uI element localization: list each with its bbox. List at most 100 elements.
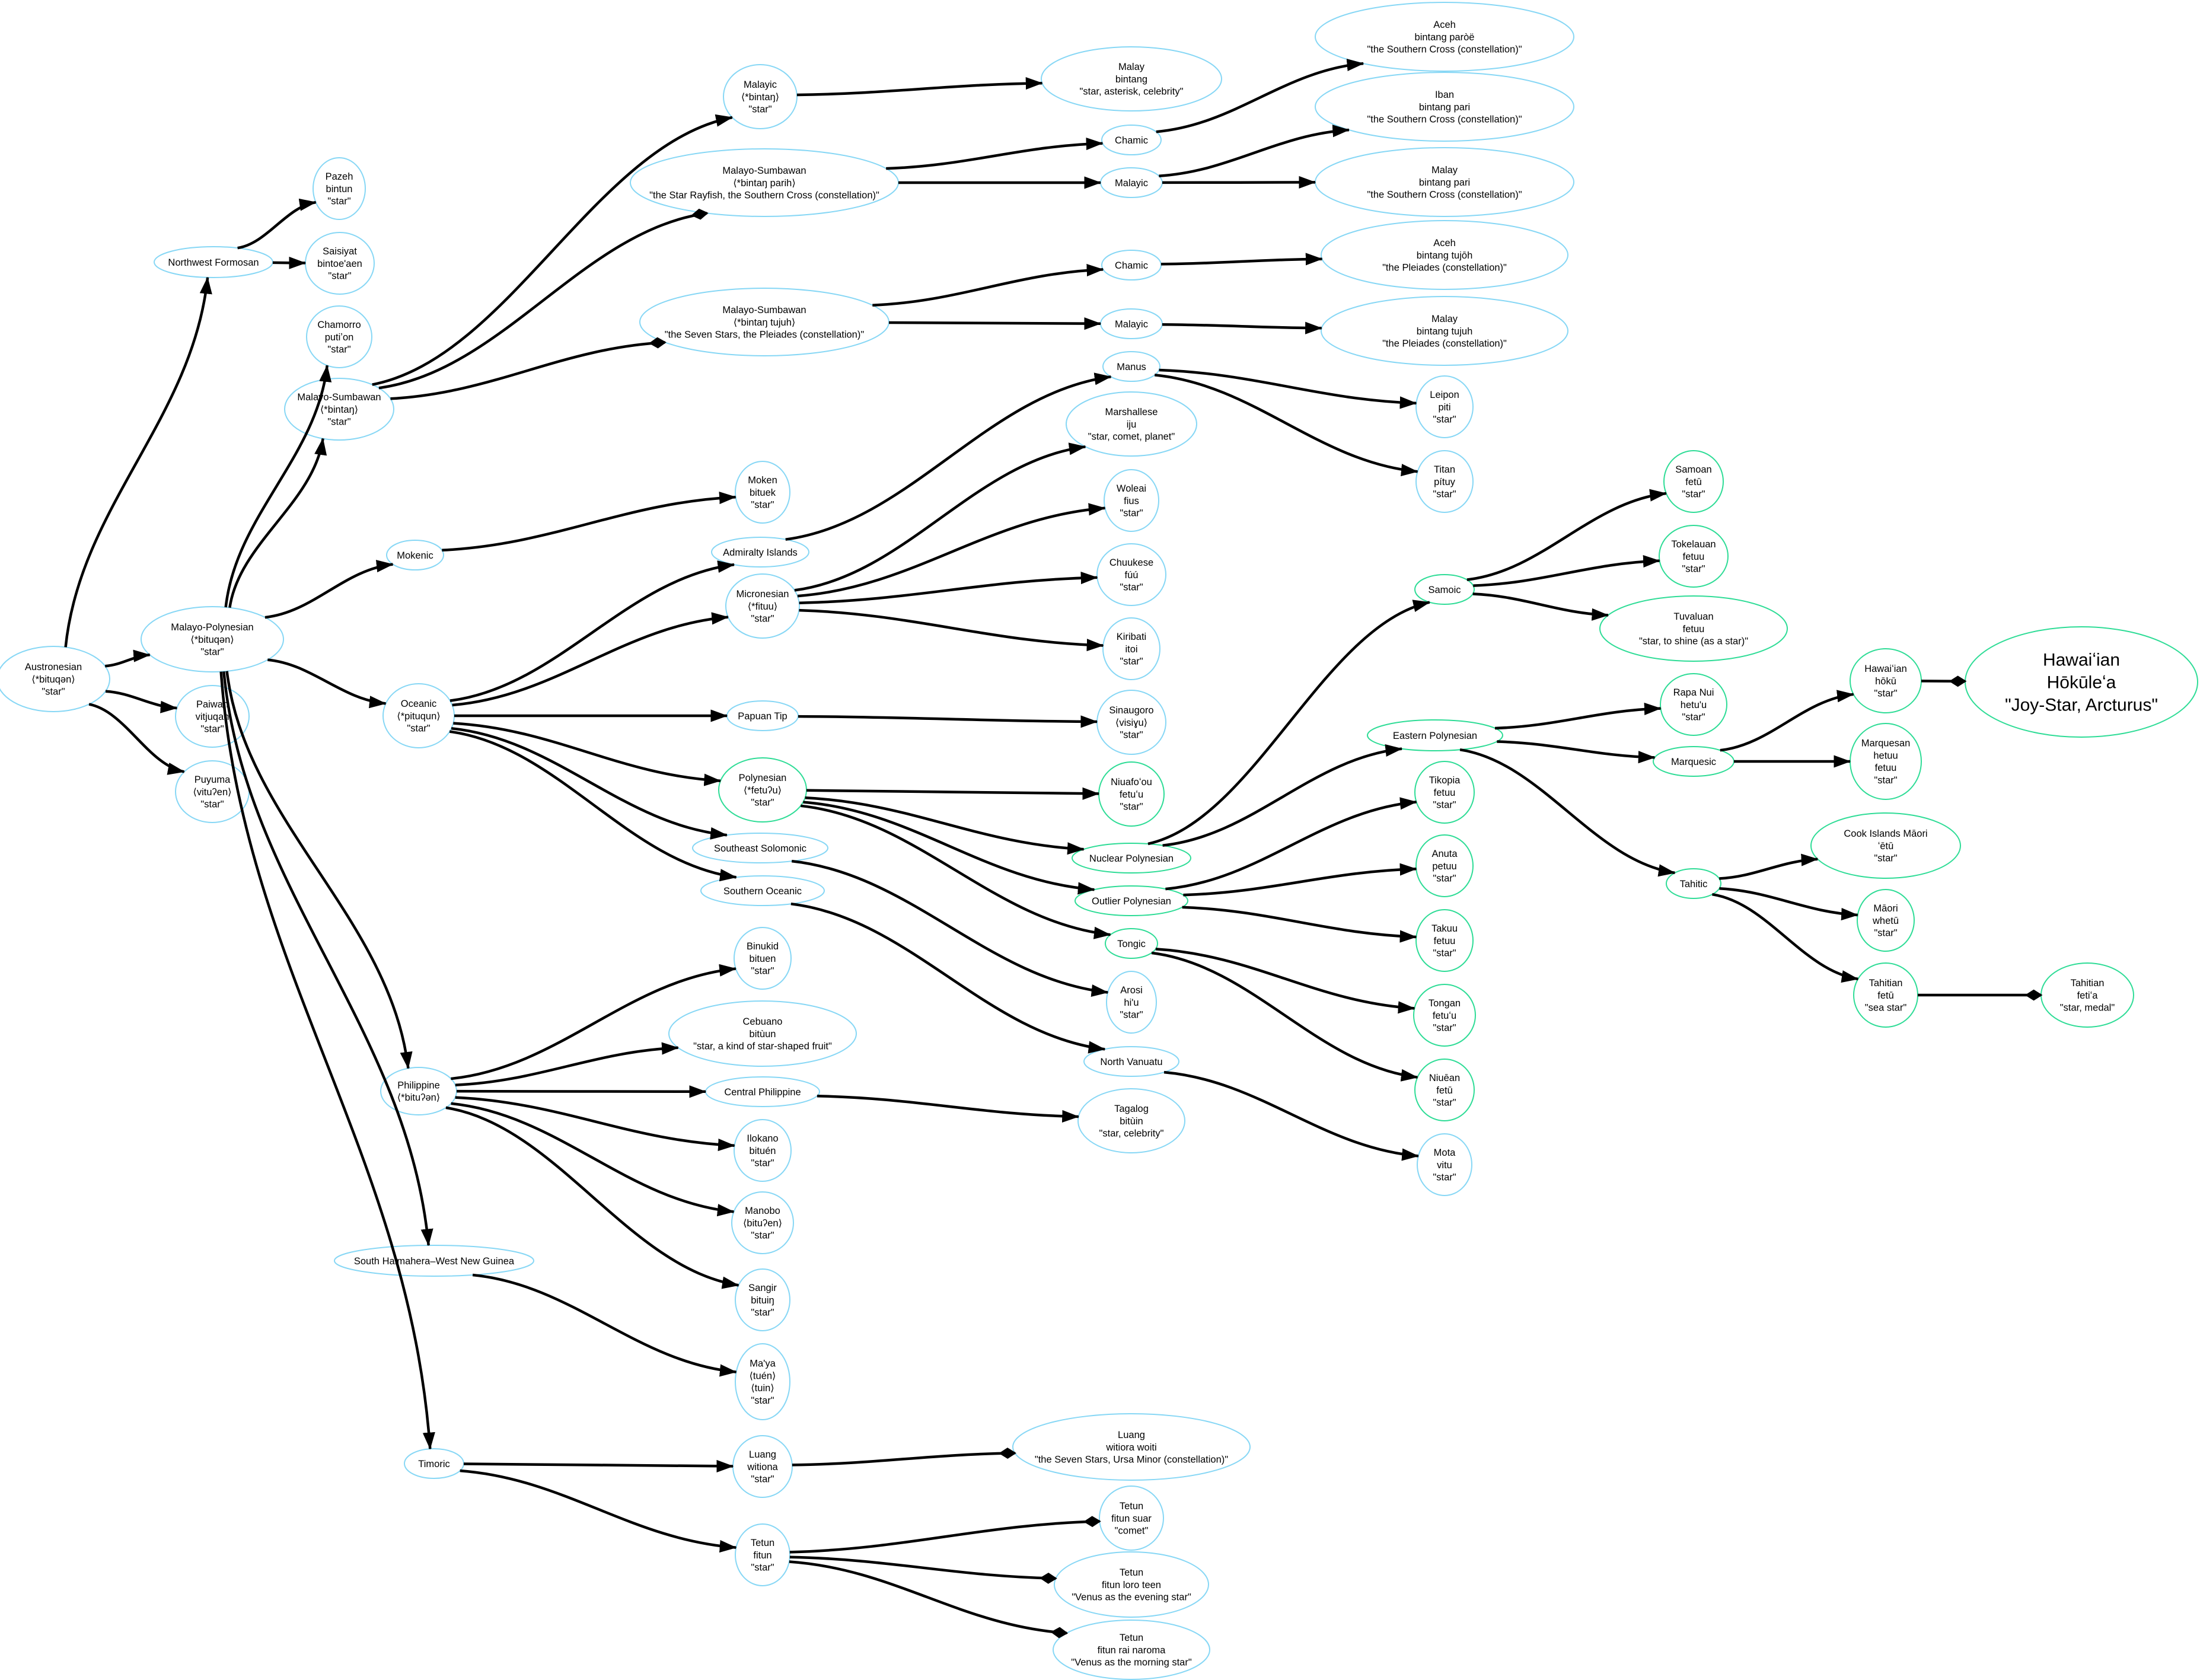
node-tongic: Tongic — [1105, 928, 1158, 959]
descent-edge-malayo_polynesian--timoric — [219, 671, 435, 1450]
descent-edge-nw_formosan--pazeh — [237, 198, 317, 250]
edge-north_vanuatu--mota — [1163, 1070, 1419, 1161]
descent-edge-malayo_polynesian--ms_star — [228, 438, 327, 608]
node-ellipse-ms_tujuh — [639, 288, 889, 356]
node-ellipse-woleai — [1104, 469, 1159, 532]
edge-eastern_poly--marquesic — [1497, 740, 1656, 764]
descent-edge-polynesian--tongic — [801, 804, 1111, 939]
node-ellipse-manobo — [731, 1191, 794, 1254]
node-label-sinaugoro: Sinaugoro⟨visiɣu⟩"star" — [1109, 705, 1153, 741]
node-ellipse-binukid — [734, 927, 792, 990]
node-marquesic: Marquesic — [1653, 746, 1735, 777]
node-label-manobo: Manobo⟨bituʔen⟩"star" — [743, 1206, 782, 1241]
node-label-southern_oceanic: Southern Oceanic — [723, 886, 802, 897]
descent-edge-central_philippine--tagalog — [817, 1094, 1079, 1123]
edge-micronesian--chuukese — [799, 571, 1098, 604]
edge-eastern_poly--rapa_nui — [1494, 702, 1662, 730]
node-label-maya: Ma'ya⟨tuén⟩⟨tuin⟩"star" — [750, 1359, 776, 1406]
descent-edge-admiralty--manus — [785, 372, 1112, 541]
edge-polynesian--outlier_poly — [803, 801, 1095, 895]
edge-mokenic--moken — [442, 491, 736, 552]
edge-timoric--tetun — [460, 1469, 737, 1553]
node-label-malayic1: Malayic — [1115, 178, 1148, 189]
edge-ms_tujuh--chamic2 — [872, 263, 1104, 307]
node-nw_formosan: Northwest Formosan — [154, 246, 273, 278]
edge-chamic2--aceh_tujoh — [1160, 253, 1323, 266]
node-ellipse-samoan — [1663, 450, 1724, 513]
edge-austronesian--nw_formosan — [64, 276, 212, 648]
node-label-ms_star: Malayo-Sumbawan⟨*bintaŋ⟩"star" — [297, 392, 381, 428]
descent-edge-malayic1--malay_pari — [1162, 176, 1316, 189]
edge-micronesian--marshallese — [794, 442, 1086, 592]
descent-edge-austronesian--nw_formosan — [64, 276, 212, 648]
descent-edge-malayic2--malay_tujuh — [1162, 321, 1322, 334]
node-micronesian: Micronesian⟨*fituu⟩"star" — [725, 573, 800, 639]
edge-malayic1--malay_pari — [1162, 176, 1316, 189]
descent-edge-malayo_polynesian--mokenic — [264, 560, 394, 619]
descent-edge-se_solomonic--arosi — [791, 859, 1109, 997]
edge-samoic--samoan — [1466, 489, 1667, 581]
node-southern_oceanic: Southern Oceanic — [700, 875, 825, 906]
derivation-edge-ms_star--ms_parih — [378, 208, 709, 390]
node-ellipse-arosi — [1106, 971, 1157, 1034]
edge-philippine--cebuano — [455, 1042, 679, 1086]
node-label-outlier_poly: Outlier Polynesian — [1092, 896, 1171, 907]
node-ellipse-iban — [1315, 72, 1574, 142]
descent-edge-polynesian--outlier_poly — [803, 801, 1095, 895]
edge-manus--leipon — [1159, 368, 1417, 409]
node-label-polynesian: Polynesian⟨*fetuʔu⟩"star" — [739, 773, 787, 808]
node-ellipse-tahitic — [1666, 868, 1721, 899]
descent-edge-nuclear_poly--eastern_poly — [1162, 744, 1403, 847]
node-label-austronesian: Austronesian⟨*bituqən⟩"star" — [25, 662, 82, 697]
descent-edge-samoic--tokelauan — [1473, 555, 1660, 587]
derivation-edge-tetun--tetun_rai — [789, 1560, 1069, 1638]
node-label-south_halmahera: South Halmahera–West New Guinea — [354, 1256, 515, 1267]
descent-edge-austronesian--puyuma — [88, 703, 185, 775]
node-ellipse-micronesian — [725, 573, 800, 639]
node-ellipse-tetun_rai — [1053, 1620, 1210, 1680]
descent-edge-polynesian--niuafoou — [806, 787, 1100, 800]
node-label-manus: Manus — [1117, 362, 1146, 372]
node-ellipse-chamorro — [306, 305, 372, 368]
edge-south_halmahera--maya — [472, 1273, 737, 1377]
descent-edge-micronesian--marshallese — [794, 442, 1086, 592]
node-ellipse-tongic — [1105, 928, 1158, 959]
descent-edge-outlier_poly--takuu — [1182, 906, 1417, 943]
node-central_philippine: Central Philippine — [705, 1076, 820, 1107]
descent-edge-malayo_polynesian--chamorro — [224, 365, 332, 608]
edge-timoric--luang — [463, 1459, 734, 1472]
descent-edge-tahitic--tahitian_fetu — [1712, 892, 1859, 983]
node-ellipse-titan — [1415, 450, 1474, 513]
edge-malayic_star--malay_bintang — [796, 76, 1043, 97]
node-sinaugoro: Sinaugoro⟨visiɣu⟩"star" — [1096, 690, 1166, 755]
edge-marquesic--hawaiian_hoku — [1720, 690, 1854, 752]
